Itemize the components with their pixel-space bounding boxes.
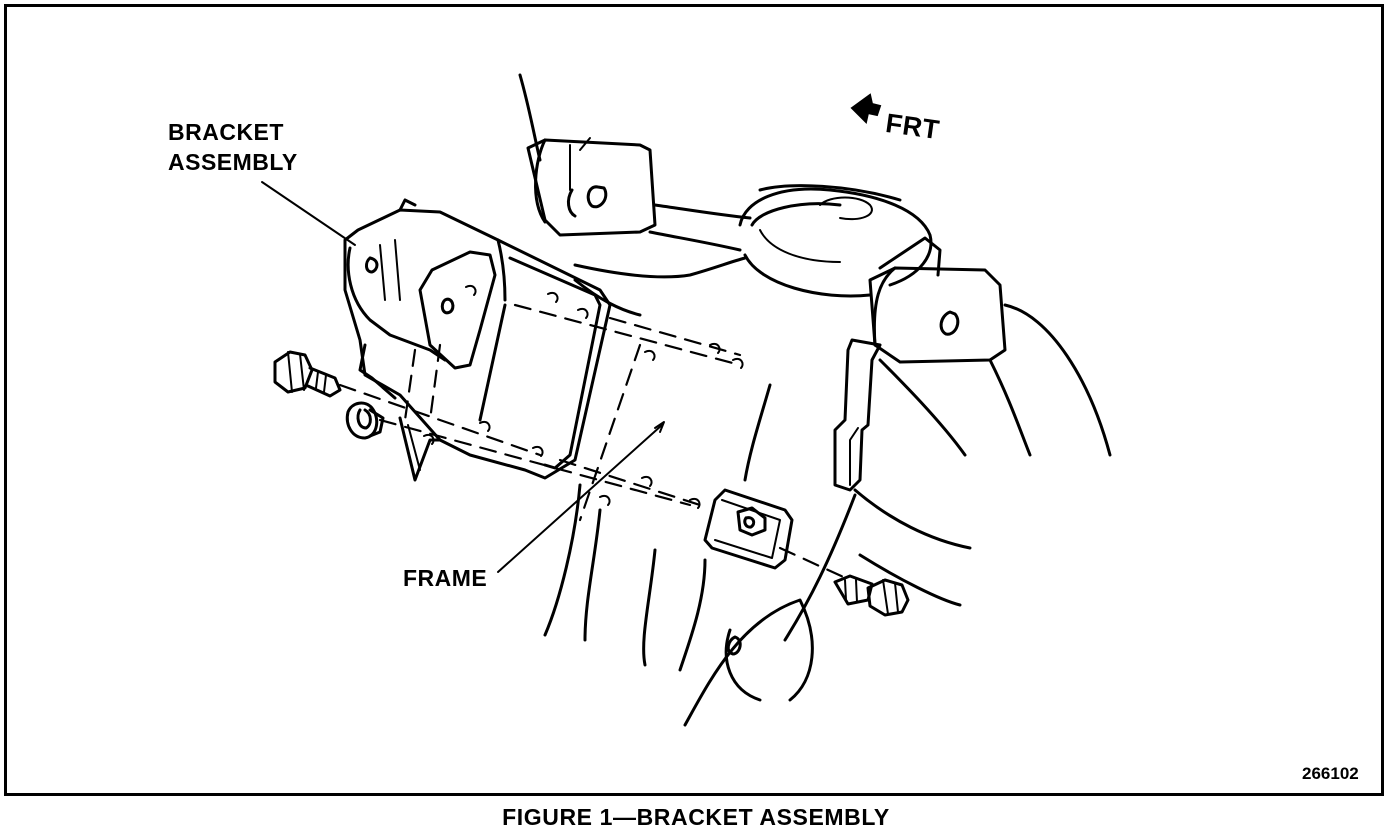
bolt-upper [273, 350, 342, 398]
figure-caption: FIGURE 1—BRACKET ASSEMBLY [502, 804, 890, 830]
bracket-label-line2: ASSEMBLY [168, 149, 298, 175]
mounting-holes [423, 285, 744, 509]
side-bracket [833, 338, 882, 492]
leader-lines [261, 181, 665, 573]
bracket-assembly-label: BRACKET ASSEMBLY [168, 117, 298, 177]
upper-crossmember [518, 73, 933, 298]
bolt-lower [833, 574, 910, 617]
front-direction-arrow [850, 93, 882, 124]
frame-label: FRAME [403, 565, 488, 591]
figure-number: 266102 [1302, 764, 1359, 783]
alignment-lines [338, 303, 852, 582]
spacer-washer [345, 401, 385, 440]
bracket-label-line1: BRACKET [168, 119, 284, 145]
right-clamp [868, 236, 1112, 457]
bracket-assembly-part [343, 198, 612, 482]
nut-plate [703, 488, 794, 570]
frame-rail [543, 278, 972, 727]
figure-border [4, 4, 1384, 796]
